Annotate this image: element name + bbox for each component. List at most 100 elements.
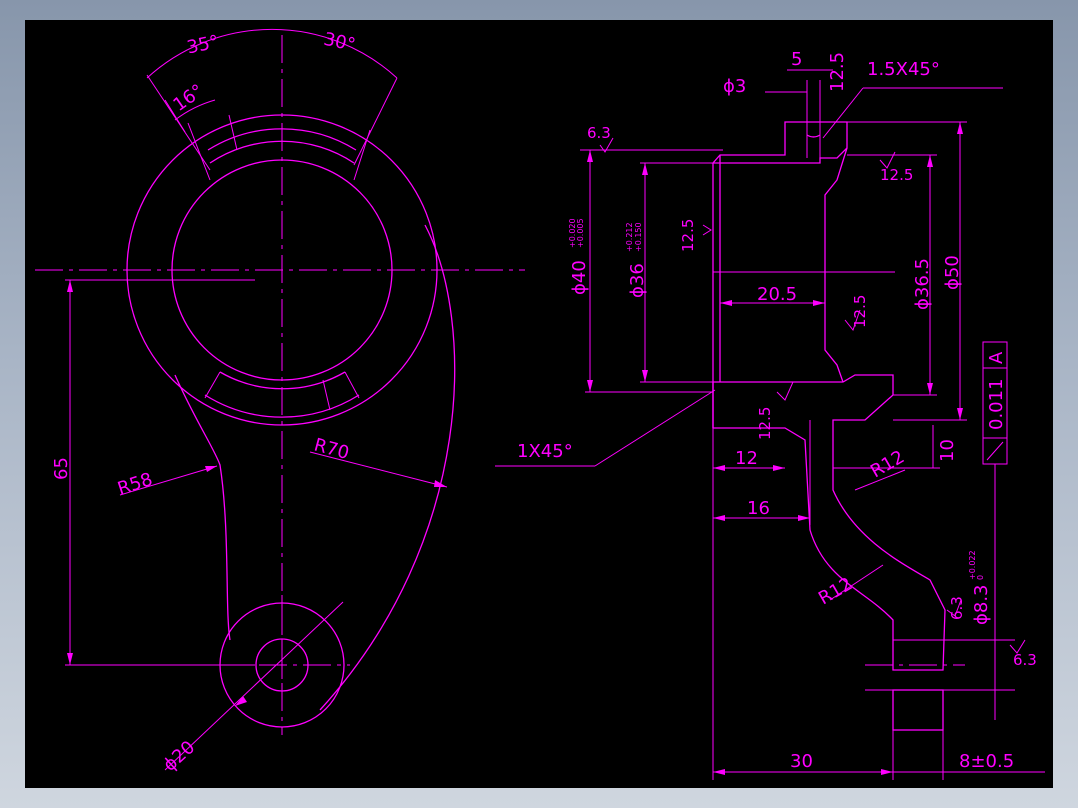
ra125d-label: 12.5: [756, 407, 774, 440]
dim-65-label: 65: [51, 457, 72, 480]
d12-arrow-left: [713, 465, 725, 471]
angle-16-label: 16°: [169, 80, 207, 116]
ra63c-symbol: [1009, 639, 1026, 654]
angle-35-label: 35°: [185, 31, 221, 58]
dim65-arrow-top: [67, 280, 73, 292]
angle-ext-right: [353, 77, 398, 166]
ch15-leader: [822, 87, 864, 139]
angle16-ext: [164, 99, 186, 133]
d16-label: 16: [747, 498, 770, 519]
d12-arrow-right: [773, 465, 785, 471]
d205-label: 20.5: [757, 284, 797, 305]
d30-arrow-left: [713, 769, 725, 775]
d3-label: ϕ3: [723, 76, 746, 97]
ra63b-symbol: [946, 599, 962, 617]
r58-arrow: [205, 466, 217, 472]
d50-arrow-bottom: [957, 408, 963, 420]
hatch-arm-section: [712, 374, 946, 671]
ch1-leader: [594, 389, 716, 467]
oil-hole-arc: [806, 134, 821, 138]
groove-arc-bottom: [219, 371, 346, 390]
d50-label: ϕ50: [942, 255, 963, 290]
d16-arrow-left: [713, 515, 725, 521]
ra125b-symbol: [879, 151, 896, 169]
slot-line-left: [187, 122, 211, 181]
d30-arrow-right: [881, 769, 893, 775]
hub-outer-circle: [126, 114, 438, 426]
angle-dim-arc: [146, 28, 398, 79]
r70-arrow: [434, 480, 447, 487]
r58-label: R58: [115, 469, 155, 500]
slot-bottom-right: [344, 371, 360, 399]
r12b-leader: [829, 564, 884, 601]
angle16-arc: [174, 99, 216, 121]
angle-30-label: 30°: [322, 29, 358, 56]
ra63b-label: 6.3: [948, 596, 966, 620]
hatch-top-flange: [711, 121, 848, 164]
d12-label: 12: [735, 448, 758, 469]
d10-label: 10: [937, 439, 958, 462]
bore-circle: [171, 159, 393, 381]
arm-right-edge: [319, 224, 456, 711]
ra63a-label: 6.3: [587, 124, 611, 142]
d83-tol-upper: +0.022: [968, 550, 977, 580]
ra63a-symbol: [599, 137, 614, 153]
ch15-label: 1.5X45°: [867, 59, 940, 80]
tol-value-label: 0.011: [986, 378, 1007, 430]
d36-tol-upper: +0.212: [625, 222, 634, 252]
d40-tol-upper: +0.020: [568, 218, 577, 248]
drawing-canvas: 35° 30° 16° 65 R58 R70 ϕ20: [25, 20, 1053, 788]
r12a-leader: [854, 469, 906, 491]
d40-arrow-top: [587, 150, 593, 162]
d83-tol-lower: 0: [976, 575, 985, 580]
r58-leader: [119, 465, 218, 496]
d365-arrow-bottom: [927, 383, 933, 395]
groove-arc-bottom-2: [204, 394, 360, 418]
d50-arrow-top: [957, 122, 963, 134]
groove-arc-top-2: [207, 128, 357, 151]
ra125b-label: 12.5: [880, 166, 913, 184]
d36-tol-lower: +0.150: [634, 222, 643, 252]
r70-label: R70: [312, 435, 352, 464]
ra63c-label: 6.3: [1013, 651, 1037, 669]
tolerance-frame: A 0.011: [982, 341, 1008, 720]
ra125a-label: 12.5: [679, 219, 697, 252]
d83-label: ϕ8.3: [971, 585, 992, 626]
d16-arrow-right: [798, 515, 810, 521]
slot-bottom-mid: [322, 379, 331, 411]
d20-arrow-1: [235, 696, 247, 706]
slot-bottom-left: [204, 371, 221, 399]
arm-left-edge: [174, 374, 231, 641]
d205-arrow-right: [813, 300, 825, 306]
tol-ref-label: A: [986, 351, 1007, 364]
d36-label: ϕ36: [627, 263, 648, 298]
bore-right-profile: [824, 147, 848, 383]
d205-arrow-left: [720, 300, 732, 306]
d5-label: 5: [791, 49, 802, 70]
r70-leader: [309, 451, 448, 488]
d36-arrow-top: [642, 163, 648, 175]
d30-label: 30: [790, 751, 813, 772]
d365-label: ϕ36.5: [912, 258, 933, 310]
d20-leader: [164, 601, 344, 771]
d365-arrow-top: [927, 155, 933, 167]
ra-top-label: 12.5: [827, 52, 848, 92]
ra125d-symbol: [776, 381, 794, 401]
front-view: 35° 30° 16° 65 R58 R70 ϕ20: [35, 29, 525, 776]
ch1-label: 1X45°: [517, 441, 573, 462]
slot-top-mid: [228, 114, 238, 151]
section-view: ϕ3 5 12.5 1.5X45° 6.3 ϕ40 +0.020 +0.005 …: [495, 49, 1045, 780]
d36-arrow-bottom: [642, 370, 648, 382]
d40-arrow-bottom: [587, 380, 593, 392]
cad-drawing: 35° 30° 16° 65 R58 R70 ϕ20: [35, 29, 1045, 780]
dim65-arrow-bottom: [67, 653, 73, 665]
d40-label: ϕ40: [569, 260, 590, 295]
runout-symbol: [986, 441, 1004, 461]
groove-arc-top: [209, 140, 355, 164]
ra125a-symbol: [702, 224, 712, 236]
d40-tol-lower: +0.005: [576, 218, 585, 248]
r12b-label: R12: [815, 573, 856, 609]
d8-label: 8±0.5: [959, 751, 1014, 772]
hatch-pin-boss: [892, 689, 944, 731]
ra125c-symbol: [844, 309, 861, 332]
